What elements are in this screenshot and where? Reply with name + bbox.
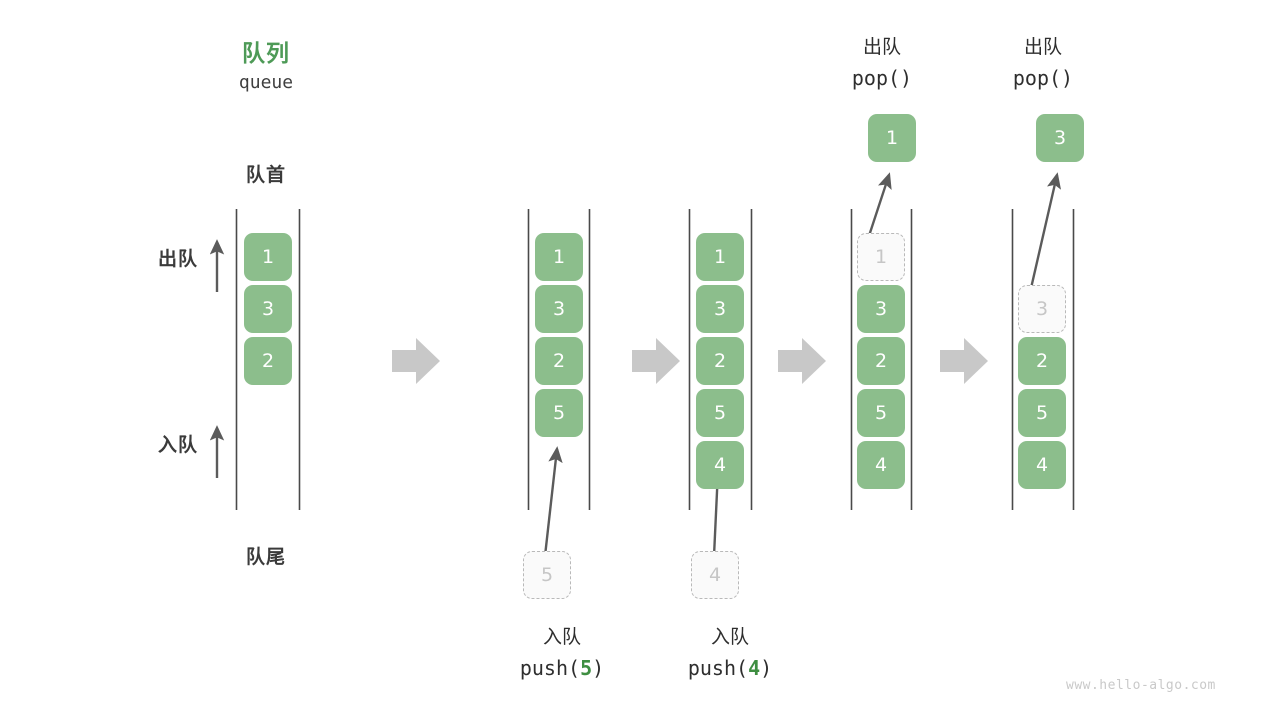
enqueue-direction-label: 入队: [157, 434, 198, 456]
queue-rails: [235, 209, 1075, 510]
queue-cell: 1: [535, 233, 583, 281]
queue-cell: 4: [857, 441, 905, 489]
queue-cell: 2: [244, 337, 292, 385]
popped-element: 3: [1036, 114, 1084, 162]
queue-cell: 2: [696, 337, 744, 385]
pop-header-cn: 出队: [1023, 36, 1062, 58]
queue-cell: 2: [1018, 337, 1066, 385]
queue-cell-ghost: 3: [1018, 285, 1066, 333]
queue-cell: 3: [535, 285, 583, 333]
incoming-element-ghost: 5: [523, 551, 571, 599]
queue-cell-new: 4: [696, 441, 744, 489]
queue-cell: 5: [1018, 389, 1066, 437]
popped-element: 1: [868, 114, 916, 162]
queue-cell: 3: [696, 285, 744, 333]
push-caption-cn: 入队: [710, 626, 749, 648]
queue-cell: 2: [535, 337, 583, 385]
pop-header-cn: 出队: [862, 36, 901, 58]
queue-cell: 2: [857, 337, 905, 385]
incoming-element-ghost: 4: [691, 551, 739, 599]
queue-cell: 5: [696, 389, 744, 437]
push-caption-cn: 入队: [542, 626, 581, 648]
front-label: 队首: [245, 164, 286, 186]
queue-cell: 1: [244, 233, 292, 281]
rear-label: 队尾: [245, 546, 286, 568]
queue-cell: 3: [244, 285, 292, 333]
queue-cell: 4: [1018, 441, 1066, 489]
pop-header-code: pop(): [851, 66, 913, 90]
push-caption-code: push(5): [519, 656, 605, 680]
queue-title-en: queue: [238, 72, 294, 93]
push-arg: 5: [580, 656, 593, 680]
watermark: www.hello-algo.com: [1066, 678, 1216, 693]
queue-cell: 1: [696, 233, 744, 281]
queue-cell: 5: [857, 389, 905, 437]
push-arg: 4: [748, 656, 761, 680]
push-caption-code: push(4): [687, 656, 773, 680]
dequeue-direction-label: 出队: [157, 248, 198, 270]
pop-header-code: pop(): [1012, 66, 1074, 90]
queue-cell-ghost: 1: [857, 233, 905, 281]
push-arrows: [543, 446, 726, 557]
queue-cell: 3: [857, 285, 905, 333]
queue-cell-new: 5: [535, 389, 583, 437]
queue-title-cn: 队列: [242, 41, 290, 67]
